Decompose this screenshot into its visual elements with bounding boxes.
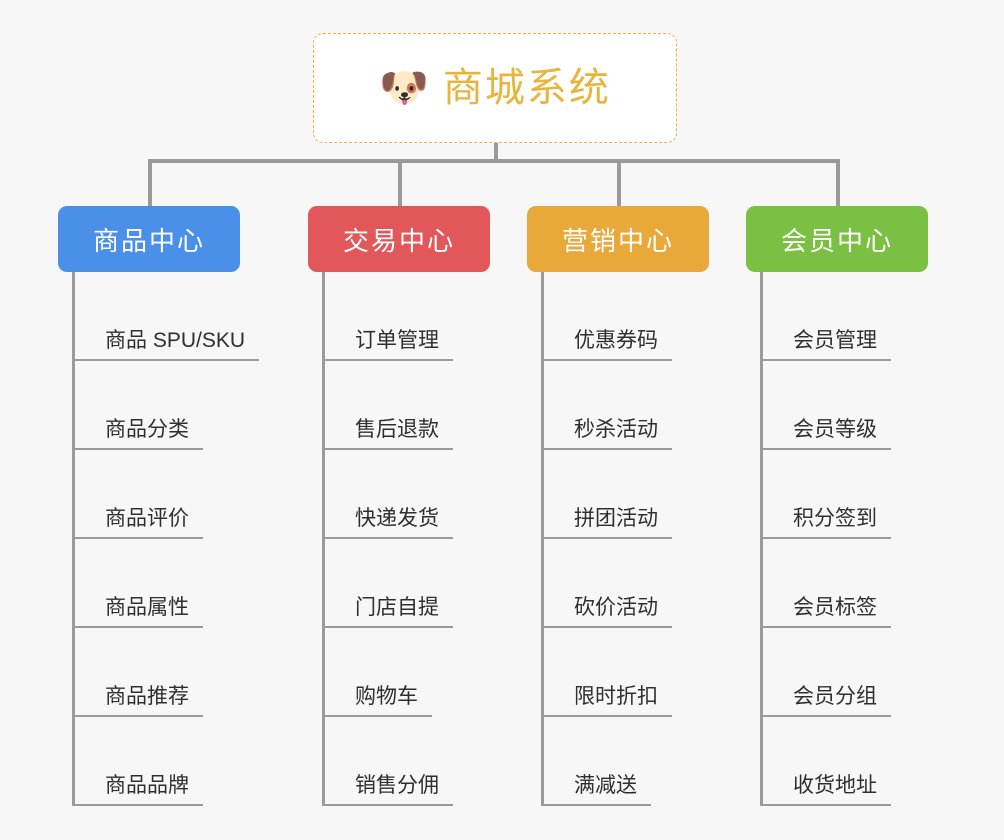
- leaf-item[interactable]: 满减送: [544, 717, 651, 806]
- leaf-item[interactable]: 快递发货: [325, 450, 453, 539]
- category-box-marketing-center[interactable]: 营销中心: [527, 206, 709, 272]
- category-box-product-center[interactable]: 商品中心: [58, 206, 240, 272]
- leaf-item-label: 优惠券码: [544, 329, 672, 361]
- leaf-item[interactable]: 商品 SPU/SKU: [75, 272, 260, 361]
- leaf-item[interactable]: 积分签到: [763, 450, 891, 539]
- leaf-item-label: 购物车: [325, 685, 432, 717]
- leaf-item-label: 会员管理: [763, 329, 891, 361]
- leaf-item[interactable]: 拼团活动: [544, 450, 672, 539]
- leaf-item-label: 商品推荐: [75, 685, 203, 717]
- connector-drop-product-center: [148, 159, 152, 208]
- dog-face-icon: 🐶: [379, 66, 429, 110]
- leaf-item[interactable]: 商品评价: [75, 450, 203, 539]
- leaf-item[interactable]: 砍价活动: [544, 539, 672, 628]
- leaf-item-label: 销售分佣: [325, 774, 453, 806]
- leaf-item-label: 订单管理: [325, 329, 453, 361]
- connector-drop-trade-center: [398, 159, 402, 208]
- leaf-item[interactable]: 门店自提: [325, 539, 453, 628]
- leaf-item[interactable]: 会员等级: [763, 361, 891, 450]
- leaf-item-label: 限时折扣: [544, 685, 672, 717]
- category-label: 会员中心: [780, 225, 893, 256]
- leaf-item[interactable]: 购物车: [325, 628, 432, 717]
- leaf-item[interactable]: 商品品牌: [75, 717, 203, 806]
- leaf-item[interactable]: 会员管理: [763, 272, 891, 361]
- leaf-item-label: 收货地址: [763, 774, 891, 806]
- connector-horizontal-bus: [148, 159, 836, 163]
- leaf-item[interactable]: 销售分佣: [325, 717, 453, 806]
- leaf-item[interactable]: 会员分组: [763, 628, 891, 717]
- connector-drop-marketing-center: [617, 159, 621, 208]
- root-title: 商城系统: [442, 66, 611, 110]
- leaf-item[interactable]: 秒杀活动: [544, 361, 672, 450]
- leaf-item-label: 会员等级: [763, 418, 891, 450]
- leaf-item-label: 会员标签: [763, 596, 891, 628]
- leaf-spine-trade-center: [322, 272, 325, 806]
- leaf-item-label: 商品品牌: [75, 774, 203, 806]
- leaf-item-label: 商品 SPU/SKU: [75, 329, 260, 361]
- leaf-item[interactable]: 商品属性: [75, 539, 203, 628]
- leaf-item-label: 商品属性: [75, 596, 203, 628]
- leaf-item-label: 门店自提: [325, 596, 453, 628]
- leaf-item-label: 会员分组: [763, 685, 891, 717]
- connector-drop-member-center: [836, 159, 840, 208]
- leaf-spine-marketing-center: [541, 272, 544, 806]
- leaf-item-label: 满减送: [544, 774, 651, 806]
- leaf-item[interactable]: 限时折扣: [544, 628, 672, 717]
- category-box-trade-center[interactable]: 交易中心: [308, 206, 490, 272]
- category-label: 商品中心: [92, 225, 205, 256]
- category-box-member-center[interactable]: 会员中心: [746, 206, 928, 272]
- leaf-item-label: 秒杀活动: [544, 418, 672, 450]
- leaf-item[interactable]: 商品分类: [75, 361, 203, 450]
- leaf-item[interactable]: 优惠券码: [544, 272, 672, 361]
- connector-root-stem: [494, 143, 498, 161]
- leaf-item-label: 快递发货: [325, 507, 453, 539]
- leaf-item[interactable]: 订单管理: [325, 272, 453, 361]
- leaf-item[interactable]: 会员标签: [763, 539, 891, 628]
- leaf-item-label: 拼团活动: [544, 507, 672, 539]
- leaf-item[interactable]: 售后退款: [325, 361, 453, 450]
- category-label: 营销中心: [561, 225, 674, 256]
- leaf-item[interactable]: 商品推荐: [75, 628, 203, 717]
- category-label: 交易中心: [342, 225, 455, 256]
- leaf-item-label: 商品分类: [75, 418, 203, 450]
- root-node[interactable]: 🐶 商城系统: [313, 33, 677, 143]
- leaf-item-label: 售后退款: [325, 418, 453, 450]
- leaf-spine-product-center: [72, 272, 75, 806]
- leaf-spine-member-center: [760, 272, 763, 806]
- leaf-item-label: 砍价活动: [544, 596, 672, 628]
- leaf-item-label: 积分签到: [763, 507, 891, 539]
- leaf-item-label: 商品评价: [75, 507, 203, 539]
- leaf-item[interactable]: 收货地址: [763, 717, 891, 806]
